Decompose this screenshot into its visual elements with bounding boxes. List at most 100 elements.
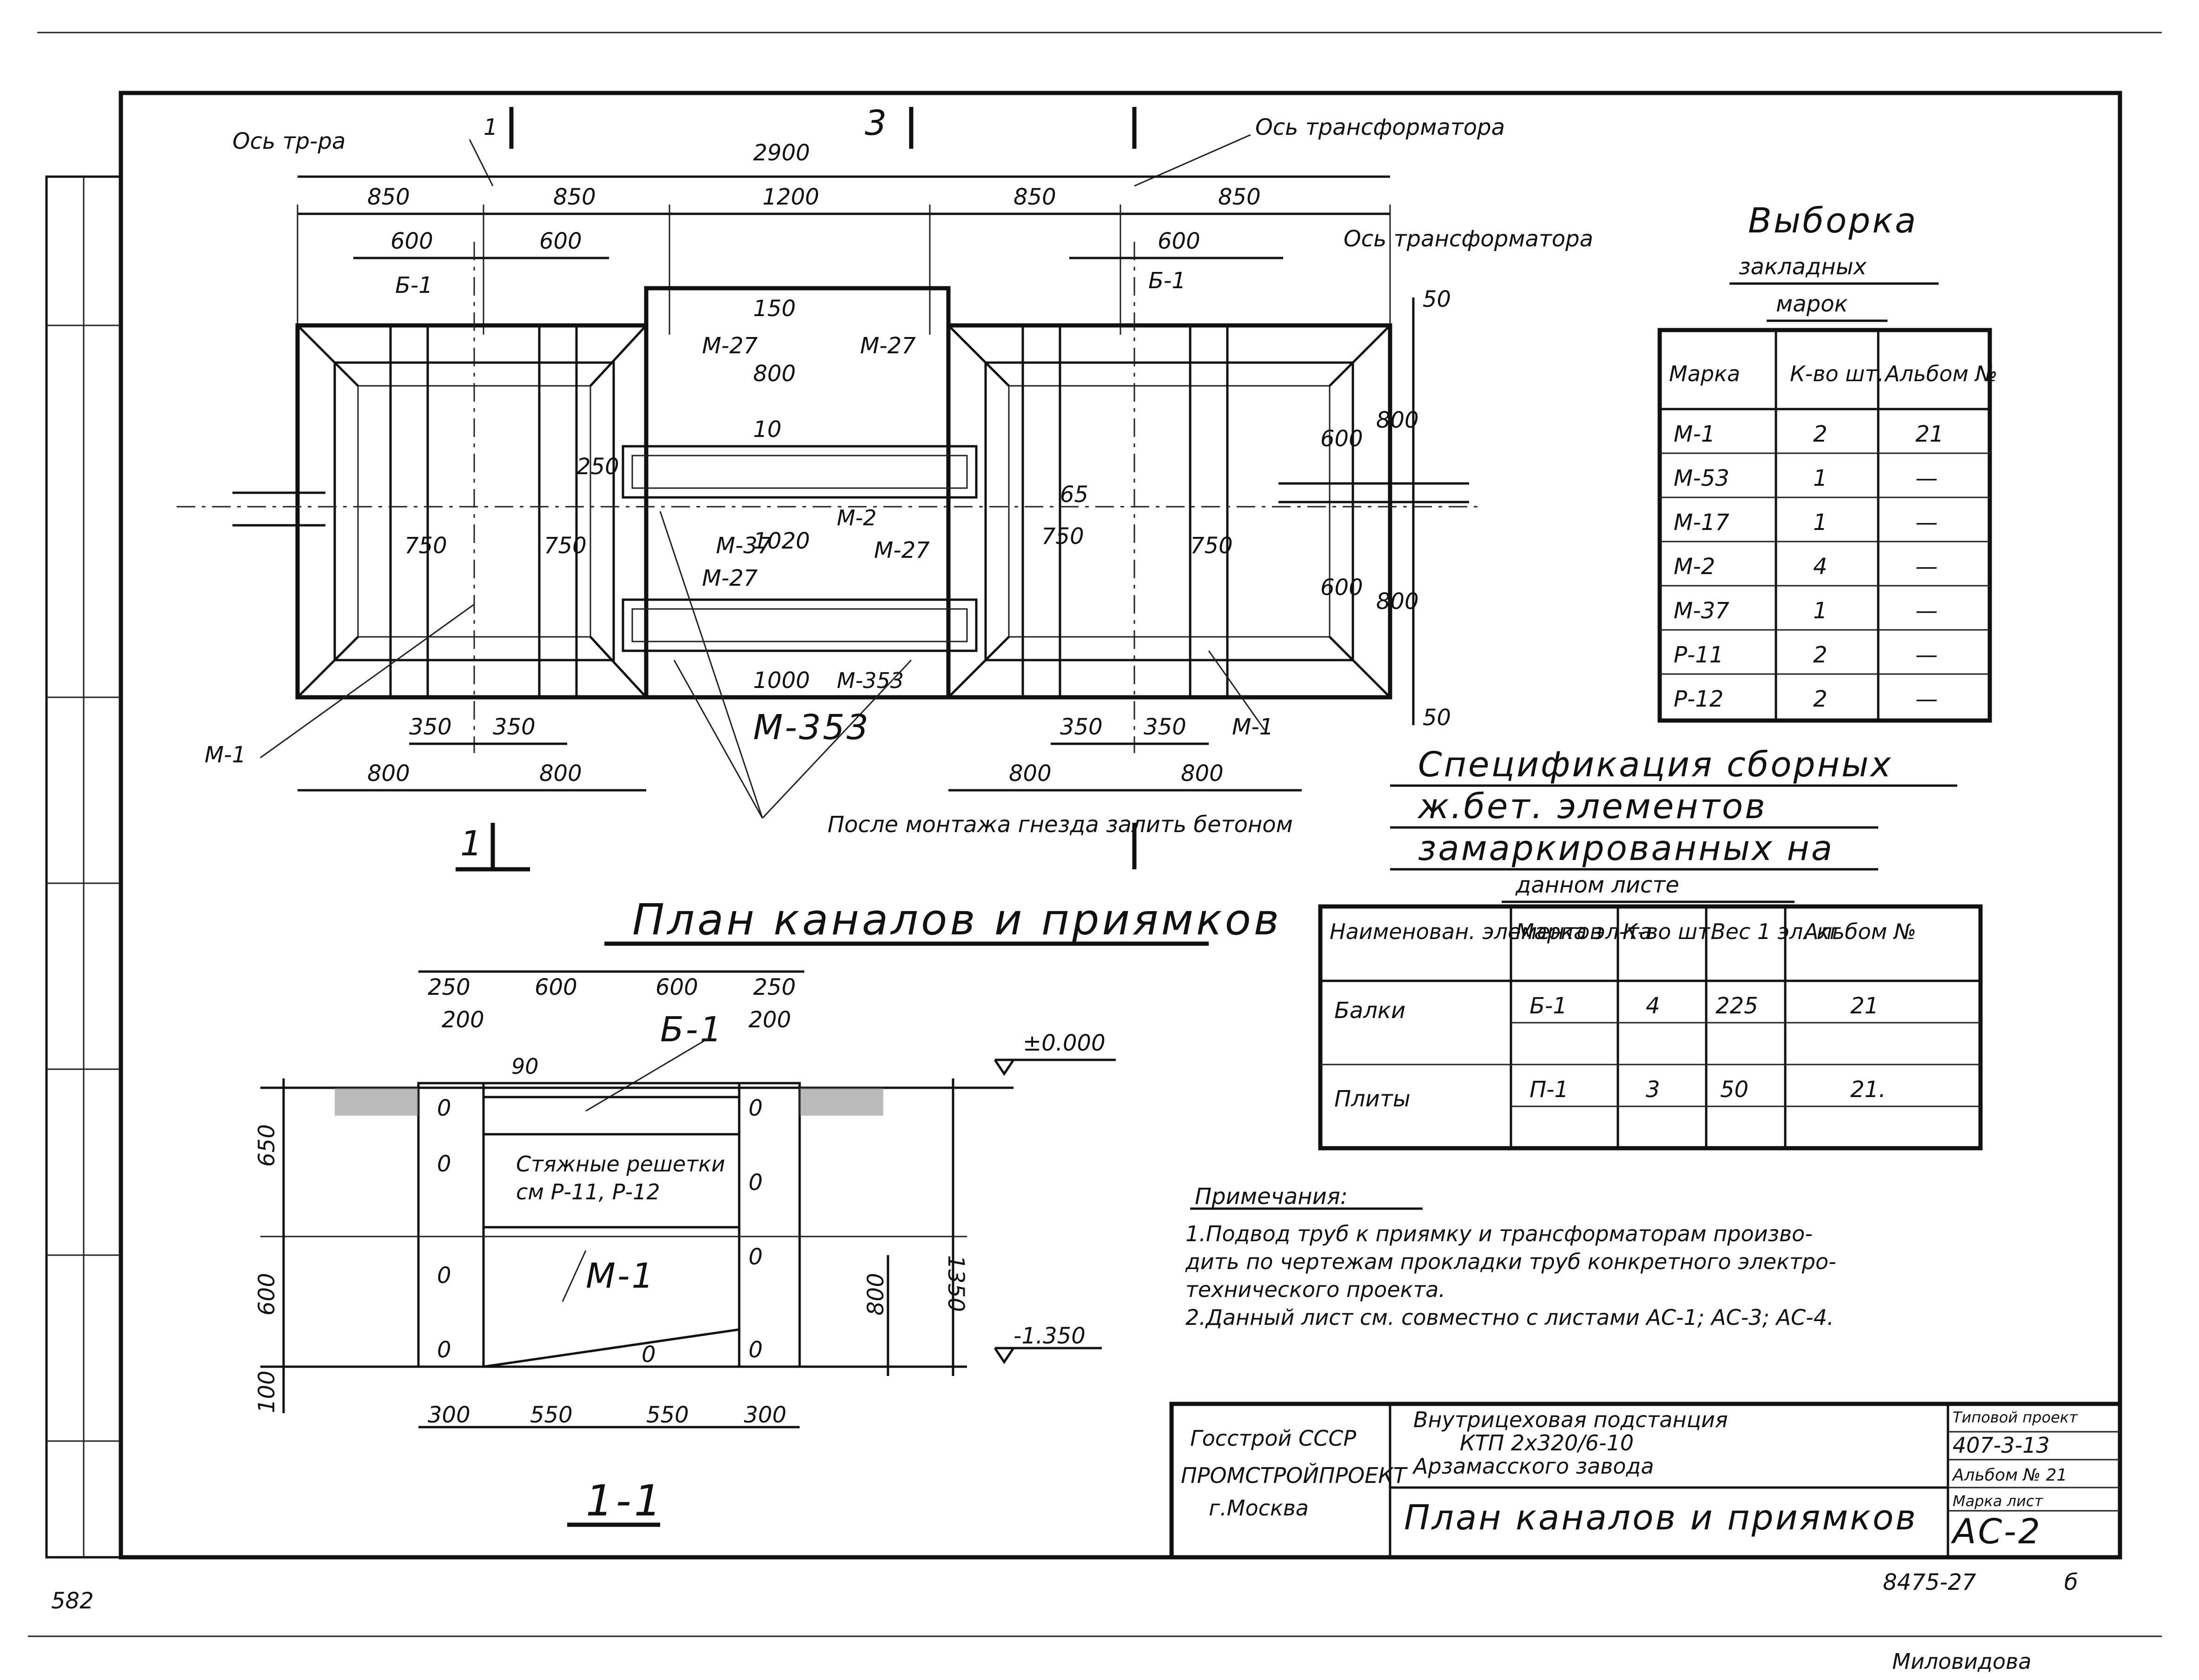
spec-title-1: Спецификация сборных <box>1418 745 1893 785</box>
spec-cell: Плиты <box>1334 1086 1411 1112</box>
section-mark-top-center: 3 <box>865 103 888 143</box>
dim-right-4: 600 <box>1320 575 1363 601</box>
section-dim-bottom-4: 300 <box>744 1402 787 1428</box>
spec-title-2: ж.бет. элементов <box>1417 787 1767 827</box>
spec-header-mark: Марка эл-та <box>1516 919 1652 944</box>
dim-right-2: 800 <box>1376 407 1419 433</box>
section-dim-second-2: 200 <box>748 1007 791 1033</box>
mark-m27-4: М-27 <box>874 537 930 563</box>
selection-cell: — <box>1915 598 1938 624</box>
spec-cell: 50 <box>1720 1077 1749 1103</box>
selection-title-3: марок <box>1776 291 1848 317</box>
selection-cell: — <box>1915 642 1938 668</box>
wall-left <box>417 1082 485 1368</box>
page-number: 582 <box>51 1588 94 1614</box>
plan-title: План каналов и приямков <box>632 895 1282 945</box>
dim-bottom-inner-4: 350 <box>1144 714 1186 740</box>
selection-cell: — <box>1915 554 1938 580</box>
dim-right-5: 800 <box>1376 589 1419 615</box>
section-dim-top-1: 250 <box>428 974 470 1000</box>
spec-header-album: Альбом № <box>1802 919 1916 944</box>
section-dim-right-small: 800 <box>863 1273 889 1316</box>
dim-center-3: 10 <box>753 417 782 443</box>
mark-m27-1: М-27 <box>702 333 758 359</box>
notes-line-2: дить по чертежам прокладки труб конкретн… <box>1185 1249 1836 1274</box>
dim-bottom-3: 800 <box>1009 761 1052 787</box>
dim-center-5: 1000 <box>753 668 810 694</box>
section-beam-label: Б-1 <box>660 1010 724 1050</box>
spec-cell: 4 <box>1646 993 1660 1019</box>
section-dim-top-3: 600 <box>656 974 698 1000</box>
spec-header-weight: Вес 1 эл. кг <box>1711 919 1841 944</box>
section-mark-top-left: 1 <box>484 114 498 140</box>
selection-cell: 1 <box>1813 509 1828 536</box>
notes-heading: Примечания: <box>1195 1184 1348 1210</box>
project-line-1: Внутрицеховая подстанция <box>1413 1407 1728 1432</box>
dim-top-2: 850 <box>553 184 596 210</box>
selection-cell: 2 <box>1813 421 1828 447</box>
section-mark-m1: М-1 <box>586 1256 656 1296</box>
spec-title-4: данном листе <box>1515 872 1679 898</box>
dim-top-5: 850 <box>1218 184 1261 210</box>
mark-m27-2: М-27 <box>860 333 916 359</box>
beam-label-left: Б-1 <box>395 272 433 298</box>
dim-inner-2: 750 <box>544 533 587 559</box>
section-dim-left-3: 100 <box>254 1370 280 1413</box>
section-dim-bottom-3: 550 <box>646 1402 689 1428</box>
level-bottom: -1.350 <box>1013 1323 1086 1349</box>
org-line-1: Госстрой СССР <box>1190 1426 1356 1451</box>
album-number: Альбом № 21 <box>1952 1466 2067 1485</box>
drawing-suffix: б <box>2064 1569 2078 1595</box>
wall-right <box>738 1082 801 1368</box>
section-dim-top-4: 250 <box>753 974 796 1000</box>
spec-cell: П-1 <box>1530 1077 1569 1103</box>
notes-line-1: 1.Подвод труб к приямку и трансформатора… <box>1186 1221 1813 1246</box>
spec-title-3: замаркированных на <box>1418 828 1834 868</box>
svg-text:0: 0 <box>437 1151 451 1177</box>
grout-note: После монтажа гнезда залить бетоном <box>828 812 1293 838</box>
section-dim-left-2: 600 <box>254 1273 280 1316</box>
selection-cell: — <box>1915 509 1938 536</box>
notes-block: Примечания: 1.Подвод труб к приямку и тр… <box>1185 1184 1836 1330</box>
selection-cell: 21 <box>1915 421 1944 447</box>
selection-cell: 1 <box>1813 598 1828 624</box>
selection-cell: М-53 <box>1674 465 1729 491</box>
dim-bottom-inner-3: 350 <box>1060 714 1103 740</box>
mark-m1-left: М-1 <box>205 742 246 768</box>
svg-text:0: 0 <box>437 1095 451 1121</box>
selection-header-album: Альбом № <box>1884 361 1998 386</box>
selection-cell: 4 <box>1813 554 1828 580</box>
project-line-3: Арзамасского завода <box>1412 1454 1654 1479</box>
svg-text:0: 0 <box>437 1337 451 1363</box>
selection-cell: М-2 <box>1674 554 1715 580</box>
selection-header-qty: К-во шт. <box>1790 361 1884 386</box>
dim-top-4: 850 <box>1013 184 1056 210</box>
small-mark-1: М-2 <box>837 505 877 530</box>
selection-cell: — <box>1915 686 1938 712</box>
dim-inner-3: 750 <box>1041 523 1084 549</box>
spec-cell: 21 <box>1850 993 1879 1019</box>
selection-cell: — <box>1915 465 1938 491</box>
selection-cell: 2 <box>1813 642 1828 668</box>
spec-header-qty: К-во шт. <box>1623 919 1717 944</box>
level-top: ±0.000 <box>1023 1030 1106 1056</box>
title-block: Госстрой СССР ПРОМСТРОЙПРОЕКТ г.Москва В… <box>1169 1402 2122 1595</box>
section-title: 1-1 <box>586 1476 664 1526</box>
svg-text:0: 0 <box>437 1263 451 1289</box>
selection-cell: 2 <box>1813 686 1828 712</box>
spec-cell: Б-1 <box>1530 993 1567 1019</box>
dim-center-4: 1020 <box>753 528 810 554</box>
axis-label-right-mid: Ось трансформатора <box>1344 226 1593 252</box>
selection-cell: 1 <box>1813 465 1828 491</box>
dim-right-6: 50 <box>1423 705 1451 731</box>
org-line-2: ПРОМСТРОЙПРОЕКТ <box>1181 1463 1408 1488</box>
upper-beam <box>622 445 978 499</box>
axis-label-left: Ось тр-ра <box>232 128 345 154</box>
sheet-label: Марка лист <box>1953 1492 2043 1510</box>
selection-table: Выборка закладных марок Марка К-во шт. А… <box>1657 201 1998 723</box>
axis-label-right-top: Ось трансформатора <box>1255 114 1505 140</box>
spec-cell: 3 <box>1646 1077 1660 1103</box>
dim-inner-4: 750 <box>1190 533 1233 559</box>
drawing-number: 8475-27 <box>1883 1569 1976 1595</box>
spec-cell: 225 <box>1715 993 1758 1019</box>
